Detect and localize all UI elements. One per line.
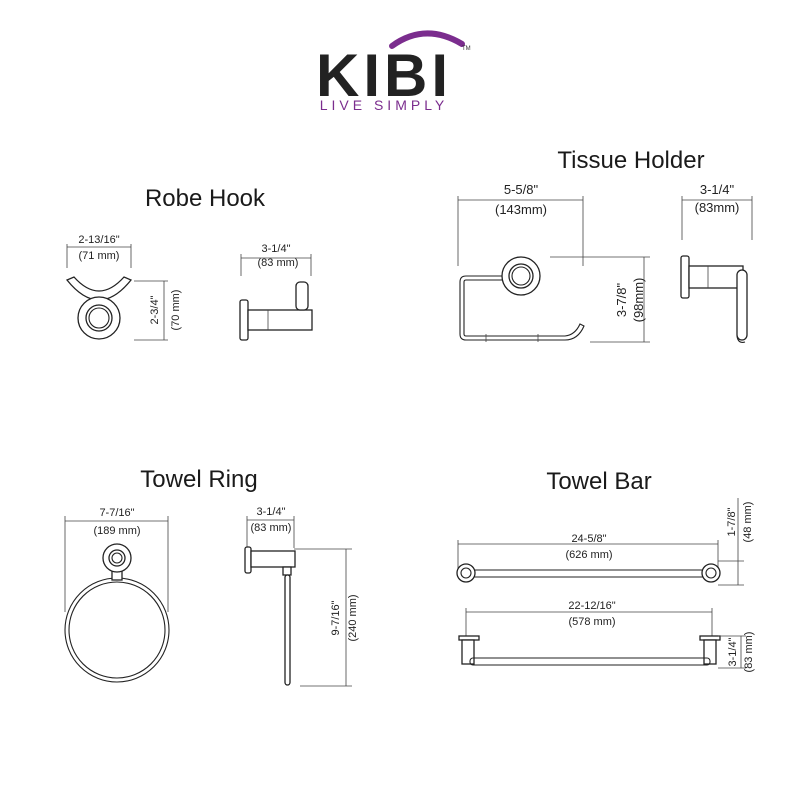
towel-ring-section: Towel Ring 7-7/16" (189 mm) 3-1/4" (83 m… [64, 466, 359, 687]
towel-ring-title: Towel Ring [140, 466, 257, 493]
tissue-holder-height-mm: (98mm) [631, 278, 646, 323]
towel-bar-top-view [458, 635, 721, 666]
towel-ring-side-view [244, 546, 296, 686]
tissue-holder-width-mm: (143mm) [495, 202, 547, 217]
logo-wordmark: KIBI [316, 42, 452, 109]
robe-hook-front-view [65, 276, 133, 340]
towel-bar-inner-mm: (578 mm) [568, 616, 615, 628]
logo-tagline: LIVE SIMPLY [320, 97, 449, 113]
towel-bar-depth-in: 3-1/4" [727, 637, 739, 666]
tissue-holder-title: Tissue Holder [557, 147, 704, 174]
towel-ring-front-view [64, 543, 170, 683]
tissue-holder-side-view [680, 255, 748, 343]
robe-hook-height-mm: (70 mm) [170, 290, 182, 331]
towel-bar-height-in: 1-7/8" [726, 507, 738, 536]
towel-ring-height-mm: (240 mm) [347, 594, 359, 641]
logo-arc [389, 30, 465, 49]
towel-ring-height-in: 9-7/16" [330, 600, 342, 635]
robe-hook-width-in: 2-13/16" [78, 234, 119, 246]
towel-ring-depth-in: 3-1/4" [257, 506, 286, 518]
brand-logo: KIBI TM LIVE SIMPLY [316, 30, 471, 113]
tissue-holder-depth-in: 3-1/4" [700, 182, 735, 197]
towel-ring-depth-mm: (83 mm) [251, 522, 292, 534]
robe-hook-width-mm: (71 mm) [79, 250, 120, 262]
towel-ring-width-in: 7-7/16" [99, 507, 134, 519]
tissue-holder-depth-mm: (83mm) [695, 200, 740, 215]
towel-bar-length-in: 24-5/8" [571, 533, 606, 545]
robe-hook-title: Robe Hook [145, 185, 266, 212]
towel-bar-inner-in: 22-12/16" [568, 600, 615, 612]
towel-bar-length-mm: (626 mm) [565, 549, 612, 561]
robe-hook-section: Robe Hook 2-13/16" (71 mm) 2-3/4" (70 mm… [65, 185, 313, 341]
towel-bar-depth-mm: (83 mm) [743, 632, 755, 673]
towel-ring-width-mm: (189 mm) [93, 525, 140, 537]
robe-hook-depth-in: 3-1/4" [262, 243, 291, 255]
robe-hook-side-view [239, 281, 313, 341]
tissue-holder-width-in: 5-5/8" [504, 182, 539, 197]
robe-hook-height-in: 2-3/4" [149, 295, 161, 324]
towel-bar-section: Towel Bar 24-5/8" (626 mm) 1-7/8" (48 mm… [456, 468, 755, 673]
robe-hook-depth-mm: (83 mm) [258, 257, 299, 269]
tissue-holder-height-in: 3-7/8" [614, 282, 629, 317]
tissue-holder-front-view [459, 256, 585, 342]
towel-bar-front-view [456, 563, 721, 583]
tissue-holder-section: Tissue Holder 5-5/8" (143mm) 3-7/8" (98m… [457, 147, 753, 343]
logo-trademark: TM [462, 46, 471, 52]
towel-bar-height-mm: (48 mm) [742, 502, 754, 543]
towel-bar-title: Towel Bar [546, 468, 651, 495]
